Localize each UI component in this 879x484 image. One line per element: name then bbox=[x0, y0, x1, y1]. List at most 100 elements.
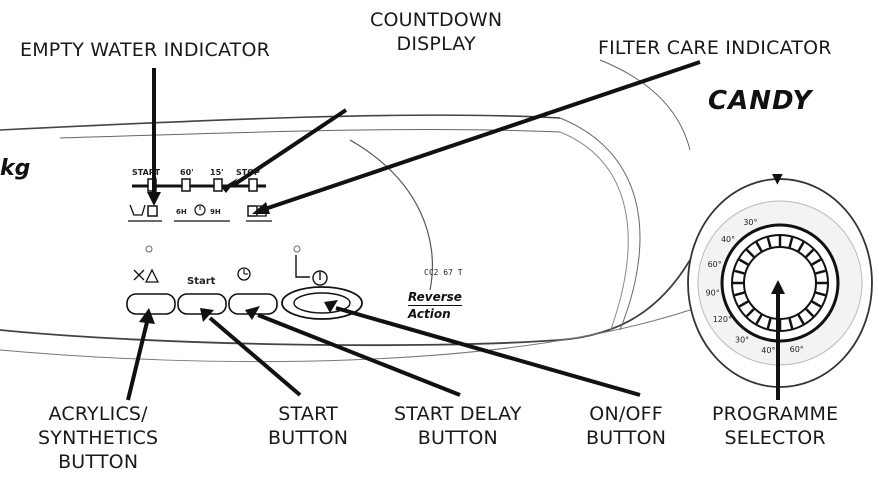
display-label-60: 60' bbox=[180, 168, 194, 177]
callout-start-line-1: START bbox=[278, 403, 338, 425]
arrowhead-filter-care bbox=[252, 202, 270, 214]
callout-onoff-line-1: ON/OFF bbox=[589, 403, 663, 425]
acrylics-button-shape bbox=[126, 293, 176, 315]
dial-tick bbox=[755, 241, 763, 252]
arrow-filter-care bbox=[261, 60, 701, 212]
callout-start-delay-line-1: START DELAY bbox=[394, 403, 522, 425]
arrowhead-onoff bbox=[324, 300, 338, 313]
dial-label: 120° bbox=[713, 315, 732, 324]
dial-label: 30° bbox=[735, 335, 749, 344]
dial-label: 60° bbox=[790, 345, 804, 354]
callout-countdown-line-1: COUNTDOWN bbox=[370, 9, 503, 31]
panel-bottom-inner-edge bbox=[0, 309, 691, 363]
arrowhead-empty-water bbox=[147, 192, 161, 206]
arrow-start bbox=[208, 316, 302, 397]
dial-tick bbox=[734, 269, 745, 275]
callout-acrylics: ACRYLICS/ SYNTHETICS BUTTON bbox=[38, 402, 158, 474]
onoff-bracket bbox=[295, 255, 310, 278]
callout-countdown: COUNTDOWN DISPLAY bbox=[370, 8, 502, 56]
dial-tick bbox=[745, 308, 755, 318]
callout-empty-water: EMPTY WATER INDICATOR bbox=[20, 38, 270, 62]
dial-tick bbox=[738, 300, 749, 308]
callout-filter-care: FILTER CARE INDICATOR bbox=[598, 36, 832, 60]
dial-tick bbox=[805, 248, 815, 258]
callout-acrylics-line-2: SYNTHETICS bbox=[38, 427, 159, 449]
empty-water-icon bbox=[129, 204, 146, 216]
dial-tick bbox=[797, 241, 805, 252]
dial-tick bbox=[745, 248, 755, 258]
display-label-start: START bbox=[132, 168, 161, 177]
callout-arrowheads bbox=[139, 178, 785, 324]
panel-right-curve bbox=[559, 117, 641, 331]
dial-tick bbox=[738, 258, 749, 266]
dial-marker: ▼ bbox=[772, 171, 783, 187]
acrylics-led bbox=[145, 245, 153, 253]
start-button-label: Start bbox=[187, 276, 216, 287]
display-label-15: 15' bbox=[210, 168, 224, 177]
display-segment-15 bbox=[213, 178, 223, 192]
callout-start-delay-line-2: BUTTON bbox=[417, 427, 498, 449]
arrow-countdown bbox=[230, 108, 348, 188]
onoff-led bbox=[293, 245, 301, 253]
callout-programme: PROGRAMME SELECTOR bbox=[712, 402, 838, 450]
arrowhead-start-delay bbox=[245, 306, 260, 320]
dial-tick bbox=[766, 237, 772, 248]
arrow-start-delay bbox=[257, 313, 461, 397]
arrow-acrylics bbox=[126, 321, 149, 401]
top-right-arc bbox=[599, 59, 691, 151]
dial-tick bbox=[755, 314, 763, 325]
arrowhead-start bbox=[200, 308, 214, 322]
dial-tick bbox=[815, 269, 826, 275]
dial-label: 90° bbox=[706, 288, 720, 297]
acrylics-icon bbox=[133, 268, 160, 283]
power-symbol-icon bbox=[312, 270, 328, 286]
capacity-label: kg bbox=[0, 156, 31, 181]
dial-tick bbox=[805, 308, 815, 318]
callout-programme-line-2: SELECTOR bbox=[724, 427, 826, 449]
action-label: Action bbox=[408, 305, 462, 322]
dial-tick bbox=[815, 291, 826, 297]
empty-water-light bbox=[147, 205, 158, 217]
dial-tick bbox=[788, 318, 794, 329]
programme-dial: 30°40°60°90°120°30°40°60° bbox=[687, 178, 873, 388]
dial-label: 60° bbox=[708, 260, 722, 269]
callout-acrylics-line-3: BUTTON bbox=[58, 451, 139, 473]
display-segment-60 bbox=[181, 178, 191, 192]
reverse-action-logo: Reverse Action bbox=[408, 290, 462, 322]
dial-tick bbox=[811, 300, 822, 308]
callout-acrylics-line-1: ACRYLICS/ bbox=[48, 403, 148, 425]
arrowhead-countdown bbox=[222, 178, 238, 193]
arrowhead-acrylics bbox=[139, 308, 155, 324]
callout-start-delay: START DELAY BUTTON bbox=[394, 402, 522, 450]
dial-label: 40° bbox=[761, 346, 775, 355]
callout-filter-care-line-1: FILTER CARE INDICATOR bbox=[598, 37, 832, 59]
model-number: CC2 67 T bbox=[424, 268, 463, 277]
dial-tick bbox=[811, 258, 822, 266]
dial-tick bbox=[734, 291, 745, 297]
arrowhead-programme bbox=[771, 280, 785, 294]
arrow-onoff bbox=[335, 306, 641, 397]
callout-countdown-line-2: DISPLAY bbox=[396, 33, 476, 55]
delay-clock-icon bbox=[194, 204, 206, 216]
display-label-stop: STOP bbox=[236, 168, 260, 177]
start-delay-icon bbox=[237, 267, 251, 281]
display-window-curve bbox=[349, 139, 433, 291]
callout-onoff: ON/OFF BUTTON bbox=[586, 402, 666, 450]
panel-top-edge bbox=[0, 114, 561, 131]
brand-logo: CANDY bbox=[708, 86, 813, 116]
dial-tick bbox=[788, 237, 794, 248]
delay-label-9h: 9H bbox=[210, 208, 221, 216]
callout-onoff-line-2: BUTTON bbox=[586, 427, 667, 449]
dial-tick bbox=[766, 318, 772, 329]
dial-tick bbox=[797, 314, 805, 325]
callout-start: START BUTTON bbox=[268, 402, 348, 450]
callout-start-line-2: BUTTON bbox=[268, 427, 349, 449]
dial-labels: 30°40°60°90°120°30°40°60° bbox=[706, 218, 804, 355]
callout-empty-water-line-1: EMPTY WATER INDICATOR bbox=[20, 39, 271, 61]
reverse-label: Reverse bbox=[408, 290, 462, 304]
callout-arrows bbox=[126, 60, 780, 401]
dial-label: 40° bbox=[721, 235, 735, 244]
panel-right-curve-2 bbox=[559, 131, 629, 333]
